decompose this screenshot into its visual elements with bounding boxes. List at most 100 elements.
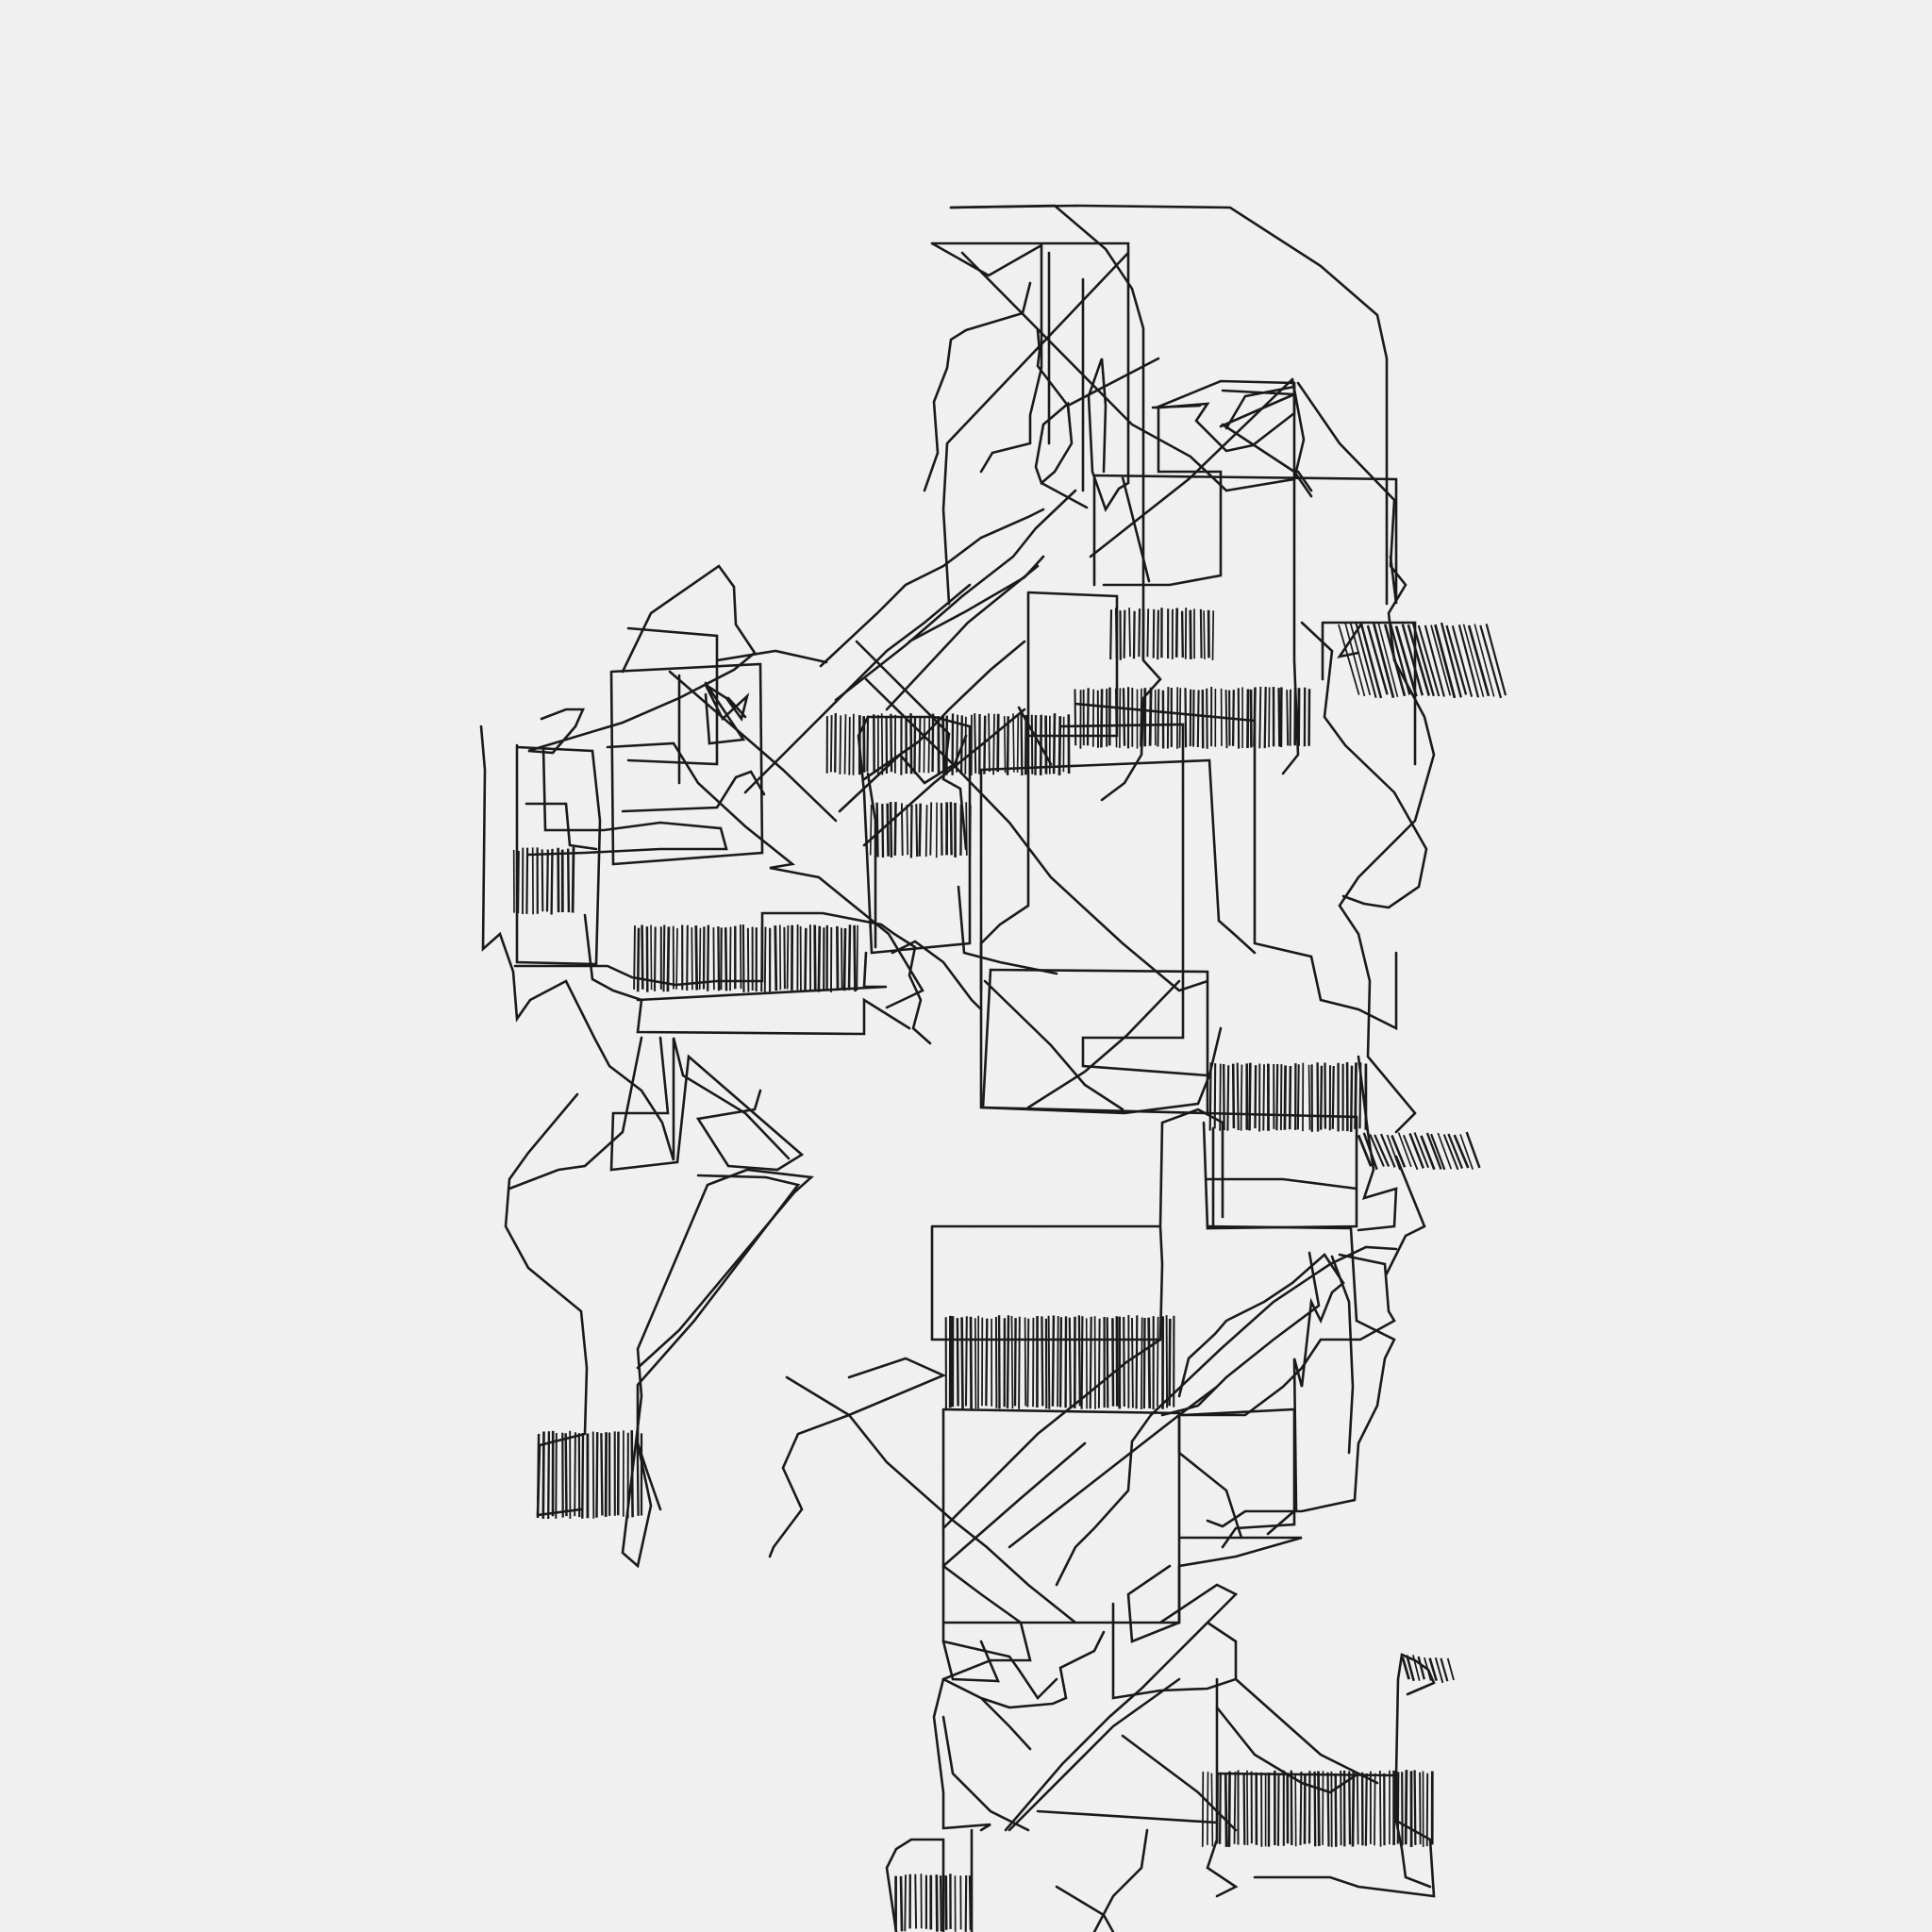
- lower-big-box-2: [1126, 1407, 1303, 1643]
- hatch-stroke: [1226, 1065, 1230, 1131]
- hatch-stroke: [1406, 1655, 1415, 1682]
- hatch-stroke: [848, 716, 851, 775]
- hatch-stroke: [1263, 687, 1267, 749]
- hatch-bottom-right-flag: [1401, 1655, 1455, 1684]
- outline-strokes: [479, 204, 1436, 1932]
- hatch-stroke: [1394, 625, 1418, 697]
- hatch-stroke: [1231, 690, 1235, 746]
- hatching-blocks: [512, 608, 1507, 1932]
- hatch-right-mid: [1208, 1061, 1368, 1132]
- hatch-stroke: [1417, 625, 1441, 697]
- hatch-stroke: [550, 848, 554, 915]
- hatch-stroke: [959, 715, 963, 775]
- hatch-stroke: [1242, 1773, 1246, 1845]
- hatch-stroke: [633, 925, 636, 990]
- hatch-stroke: [1041, 1316, 1044, 1407]
- hatch-stroke: [1349, 1065, 1354, 1132]
- hatch-stroke: [1351, 1771, 1356, 1847]
- hatch-left-mid: [633, 924, 858, 992]
- hatch-stroke: [1369, 1133, 1385, 1167]
- hatch-stroke: [1299, 1771, 1303, 1846]
- hatch-stroke: [1411, 622, 1435, 697]
- hatch-stroke: [1174, 608, 1179, 658]
- head-cross-right: [1089, 377, 1313, 558]
- hatch-stroke: [1437, 1132, 1453, 1170]
- hatch-stroke: [914, 1874, 918, 1929]
- hatch-mid-upper-row: [825, 712, 1071, 776]
- hatch-stroke: [1447, 1133, 1464, 1170]
- hatch-stroke: [541, 1431, 545, 1519]
- hatch-stroke: [1276, 1773, 1280, 1846]
- left-arm-boxes: [515, 743, 728, 966]
- hatch-stroke: [1109, 609, 1113, 660]
- hatch-stroke: [541, 849, 544, 912]
- hatch-stroke: [1010, 1315, 1014, 1409]
- hatch-stroke: [1199, 608, 1203, 658]
- hatch-stroke: [1262, 1064, 1265, 1131]
- hatch-stroke: [974, 1318, 977, 1409]
- hatch-stroke: [906, 804, 909, 856]
- hatch-stroke: [1080, 1316, 1084, 1409]
- hatch-stroke: [1279, 1064, 1283, 1131]
- hatch-stroke: [1428, 1657, 1438, 1681]
- hatch-stroke: [1462, 624, 1485, 697]
- hatch-stroke: [931, 713, 935, 773]
- hatch-stroke: [1364, 1773, 1368, 1846]
- hatch-stroke: [974, 713, 977, 774]
- hatch-stroke: [1224, 690, 1228, 749]
- hatch-stroke: [581, 1432, 585, 1519]
- hatch-stroke: [555, 1432, 558, 1519]
- hatch-stroke: [1003, 715, 1007, 774]
- hatch-stroke: [741, 924, 745, 992]
- hatch-stroke: [1240, 1064, 1243, 1131]
- hatch-stroke: [918, 803, 922, 857]
- hatch-stroke: [1320, 1065, 1324, 1130]
- hatch-stroke: [1196, 690, 1200, 748]
- hatch-stroke: [1373, 623, 1395, 699]
- hatch-stroke: [1425, 1773, 1429, 1847]
- hatch-stroke: [1024, 1317, 1027, 1407]
- left-torso-lower: [583, 913, 911, 1036]
- hatch-stroke: [1397, 1132, 1412, 1168]
- hatch-stroke: [1138, 608, 1141, 658]
- hatch-stroke: [1417, 1656, 1425, 1680]
- hatch-stroke: [1178, 688, 1182, 748]
- hatch-stroke: [969, 805, 972, 856]
- hatch-stroke: [691, 927, 693, 991]
- hatch-stroke: [1366, 625, 1389, 695]
- hatch-top-center: [1109, 608, 1215, 660]
- hatch-stroke: [1326, 1772, 1330, 1847]
- hatch-stroke: [853, 924, 857, 992]
- left-arm-outer: [479, 724, 791, 1161]
- hatch-stroke: [1227, 1771, 1231, 1847]
- hatch-stroke: [1191, 690, 1195, 747]
- hatch-stroke: [1307, 1064, 1311, 1130]
- hatch-stroke: [536, 1433, 541, 1519]
- center-body: [981, 968, 1209, 1115]
- hatch-stroke: [1058, 716, 1062, 775]
- hatch-stroke: [1430, 1133, 1446, 1171]
- hatch-stroke: [1389, 624, 1411, 695]
- hatch-stroke: [1334, 1773, 1338, 1847]
- hatch-stroke: [1208, 1062, 1212, 1131]
- hatch-stroke: [1142, 1317, 1146, 1409]
- hatch-stroke: [1402, 1134, 1419, 1171]
- hatch-stroke: [1097, 1318, 1101, 1408]
- hatch-stroke: [1288, 1065, 1292, 1130]
- hatch-lower-center: [944, 1315, 1175, 1410]
- hatch-stroke: [1377, 623, 1399, 698]
- hatch-stroke: [566, 848, 571, 913]
- lower-knee-left: [941, 1630, 1106, 1751]
- hatch-stroke: [804, 927, 808, 991]
- hatch-stroke: [1474, 624, 1495, 697]
- hatch-stroke: [969, 1316, 973, 1409]
- hatch-stroke: [1379, 1770, 1382, 1847]
- hatch-stroke: [1434, 624, 1457, 699]
- hatch-stroke: [836, 925, 840, 991]
- hatch-stroke: [1224, 1773, 1228, 1847]
- hatch-stroke: [636, 1430, 640, 1516]
- hatch-stroke: [746, 927, 750, 992]
- hatch-stroke: [1180, 610, 1184, 658]
- hatch-stroke: [1135, 1315, 1139, 1409]
- hatch-stroke: [717, 925, 721, 991]
